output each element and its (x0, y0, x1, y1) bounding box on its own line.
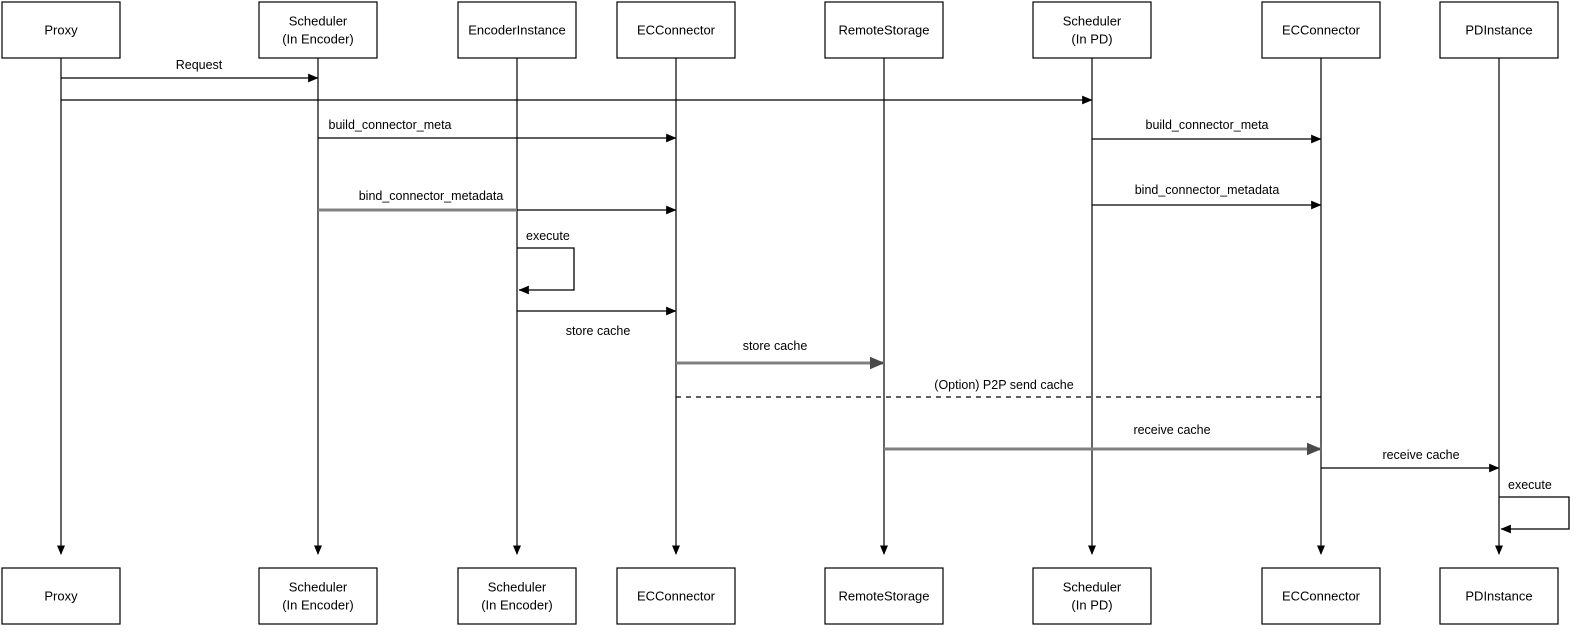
header-participant-label-line1: Scheduler (289, 13, 348, 28)
footer-participant-label-line1: Scheduler (1063, 579, 1122, 594)
header-participant-label-line2: (In Encoder) (282, 31, 354, 46)
footer-participant-label-line2: (In Encoder) (481, 597, 553, 612)
footer-participant-label: RemoteStorage (838, 588, 929, 603)
footer-participant-pd_inst[interactable]: PDInstance (1439, 567, 1559, 625)
message-label-m11: receive cache (1133, 423, 1210, 437)
header-participant-proxy[interactable]: Proxy (1, 1, 121, 59)
message-label-m13: execute (1508, 478, 1552, 492)
footer-participant-label-line2: (In PD) (1071, 597, 1112, 612)
header-participant-ecc_pd[interactable]: ECConnector (1261, 1, 1381, 59)
header-participant-pd_inst[interactable]: PDInstance (1439, 1, 1559, 59)
header-participant-label-line2: (In PD) (1071, 31, 1112, 46)
self-message-loop-m7 (517, 247, 575, 295)
footer-participant-label: PDInstance (1465, 588, 1532, 603)
header-participant-label: EncoderInstance (468, 22, 566, 37)
header-participant-label: ECConnector (1282, 22, 1361, 37)
header-participant-enc_inst[interactable]: EncoderInstance (457, 1, 577, 59)
footer-participant-label: ECConnector (1282, 588, 1361, 603)
message-label-m5: bind_connector_metadata (359, 189, 504, 203)
header-participant-label: RemoteStorage (838, 22, 929, 37)
message-label-m4: build_connector_meta (1146, 118, 1269, 132)
messages-layer (61, 73, 1570, 534)
footer-participant-remote[interactable]: RemoteStorage (824, 567, 944, 625)
footer-participant-proxy[interactable]: Proxy (1, 567, 121, 625)
footer-participant-ecc_pd[interactable]: ECConnector (1261, 567, 1381, 625)
footer-participant-ecc_enc[interactable]: ECConnector (616, 567, 736, 625)
footer-participant-enc_inst[interactable]: Scheduler (In Encoder) (457, 567, 577, 625)
message-label-m8: store cache (566, 324, 631, 338)
footer-participant-sched_pd[interactable]: Scheduler (In PD) (1032, 567, 1152, 625)
message-label-m10: (Option) P2P send cache (934, 378, 1073, 392)
footer-participant-label-line1: Scheduler (289, 579, 348, 594)
header-participant-label: ECConnector (637, 22, 716, 37)
footer-participant-label-line1: Scheduler (488, 579, 547, 594)
message-label-m1: Request (176, 58, 223, 72)
header-participant-label: PDInstance (1465, 22, 1532, 37)
footer-participant-label: ECConnector (637, 588, 716, 603)
footer-participant-boxes: Proxy Scheduler (In Encoder) Scheduler (In E… (1, 567, 1559, 625)
header-participant-sched_pd[interactable]: Scheduler (In PD) (1032, 1, 1152, 59)
header-participant-sched_enc[interactable]: Scheduler (In Encoder) (258, 1, 378, 59)
message-label-m6: bind_connector_metadata (1135, 183, 1280, 197)
footer-participant-label: Proxy (44, 588, 78, 603)
message-m13[interactable] (1499, 496, 1570, 534)
lifelines-layer (56, 58, 1504, 555)
header-participant-label: Proxy (44, 22, 78, 37)
message-label-m12: receive cache (1382, 448, 1459, 462)
footer-participant-label-line2: (In Encoder) (282, 597, 354, 612)
message-label-m9: store cache (743, 339, 808, 353)
message-label-m3: build_connector_meta (329, 118, 452, 132)
header-participant-ecc_enc[interactable]: ECConnector (616, 1, 736, 59)
footer-participant-sched_enc[interactable]: Scheduler (In Encoder) (258, 567, 378, 625)
message-labels-layer: Request build_connector_meta build_connect… (176, 58, 1552, 492)
self-message-loop-m13 (1499, 496, 1570, 534)
header-participant-label-line1: Scheduler (1063, 13, 1122, 28)
header-participant-boxes: Proxy Scheduler (In Encoder) EncoderInstanc… (1, 1, 1559, 59)
header-participant-remote[interactable]: RemoteStorage (824, 1, 944, 59)
message-m7[interactable] (517, 247, 575, 295)
message-label-m7: execute (526, 229, 570, 243)
